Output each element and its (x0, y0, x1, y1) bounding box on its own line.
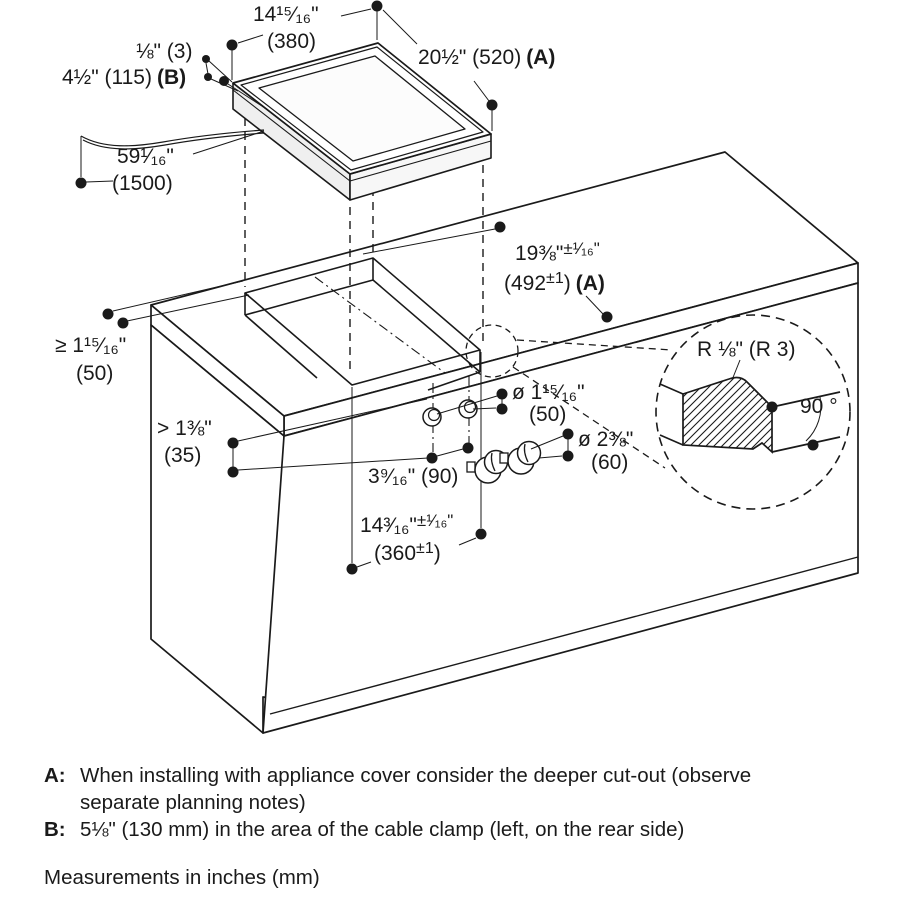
cutout-axis-line (314, 276, 446, 374)
dim-edge-min-mm: (50) (76, 362, 113, 385)
note-a: A: When installing with appliance cover … (44, 762, 844, 816)
note-b: B: 5⅛" (130 mm) in the area of the cable… (44, 816, 844, 843)
dim-offset-in: 14³⁄₁₆"±¹⁄₁₆" (360, 511, 453, 537)
dim-cable-mm: (1500) (112, 172, 173, 195)
dim-edge-min-in: ≥ 1¹⁵⁄₁₆" (55, 334, 126, 357)
dim-cooktop-width-mm: (380) (267, 30, 316, 53)
cooktop (80, 42, 492, 201)
dim-body-depth: 4½" (115)(B) (62, 66, 186, 89)
detail-connector-bottom (512, 366, 666, 469)
dimension-labels: 14¹⁵⁄₁₆" (380) 20½" (520)(A) ⅛" (3) 4½" … (55, 3, 838, 565)
dim-below-edge-mm: (35) (164, 444, 201, 467)
measure-verticals (351, 352, 482, 563)
dim-knob-dia-mm: (60) (591, 451, 628, 474)
dim-below-edge-in: > 1⅜" (157, 417, 212, 440)
angle-point (807, 439, 819, 451)
cabinet-kick-line (269, 556, 859, 715)
notes-section: A: When installing with appliance cover … (44, 762, 844, 891)
counter-cutout (244, 257, 481, 391)
dim-edge-angle: 90 ° (800, 395, 838, 418)
detail-circle (655, 314, 851, 510)
cooktop-rim-mid (240, 46, 484, 171)
dim-cutout-depth-in: 19⅜"±¹⁄₁₆" (515, 239, 600, 265)
dim-corner-radius: R ⅛" (R 3) (697, 338, 795, 361)
dim-knob-dia-in: ø 2⅜" (578, 428, 633, 451)
note-a-label: A: (44, 764, 66, 787)
dimension-marks (80, 8, 604, 568)
power-cable (80, 129, 265, 150)
note-b-label: B: (44, 818, 66, 841)
dim-cooktop-depth: 20½" (520)(A) (418, 46, 555, 69)
detail-source-circle (465, 324, 519, 378)
drill-hole-left (422, 407, 442, 427)
corner-point (766, 401, 778, 413)
radius-leader (731, 359, 741, 381)
dim-cooktop-width-in: 14¹⁵⁄₁₆" (253, 3, 319, 26)
dim-hole-dia-in: ø 1¹⁵⁄₁₆" (512, 381, 585, 404)
edge-profile-section (682, 376, 773, 454)
installation-diagram: 14¹⁵⁄₁₆" (380) 20½" (520)(A) ⅛" (3) 4½" … (55, 0, 859, 734)
angle-arc (805, 396, 822, 442)
measurements-footer: Measurements in inches (mm) (44, 866, 320, 889)
dim-offset-mm: (360±1) (374, 540, 441, 565)
dim-cable-in: 59¹⁄₁₆" (117, 145, 174, 168)
projection-lines (244, 118, 484, 372)
note-b-text: 5⅛" (130 mm) in the area of the cable cl… (80, 818, 685, 841)
edge-detail (465, 314, 851, 510)
dim-hole-dia-mm: (50) (529, 403, 566, 426)
dim-hole-spacing: 3⁹⁄₁₆" (90) (368, 465, 458, 488)
dimension-dots (75, 0, 613, 575)
dim-rim: ⅛" (3) (136, 40, 192, 63)
note-a-text: When installing with appliance cover con… (80, 764, 752, 814)
dim-cutout-depth-mm: (492±1)(A) (504, 270, 605, 295)
cooktop-glass-face (258, 55, 466, 162)
detail-connector-top (516, 339, 673, 351)
